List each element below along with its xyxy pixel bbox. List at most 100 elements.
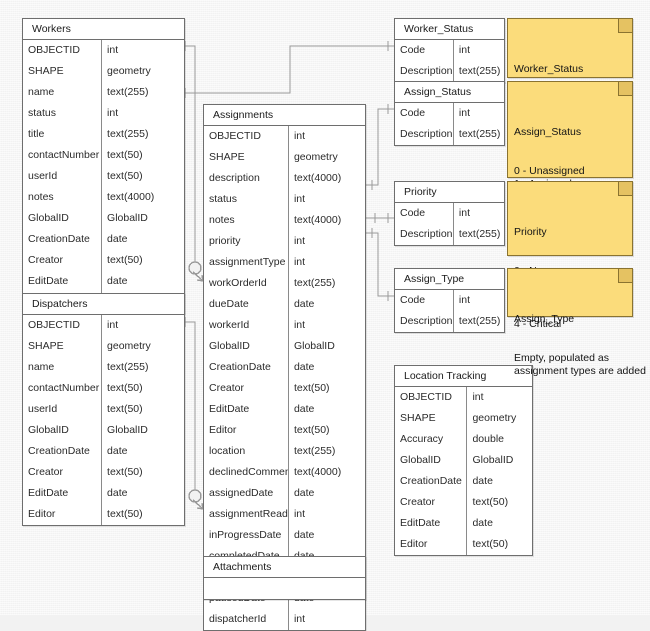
note-worker-status[interactable]: Worker_Status 0 - Not Working 1 - Workin…	[507, 18, 633, 141]
table-attachments[interactable]: Attachments	[203, 556, 366, 600]
field-type: text(4000)	[107, 191, 155, 203]
field-name: contactNumber	[23, 378, 103, 399]
table-title-workers: Workers	[23, 19, 184, 40]
table-row: GlobalID GlobalID	[204, 336, 365, 357]
field-type: text(50)	[107, 149, 143, 161]
field-name: Editor	[395, 534, 468, 555]
field-type: date	[293, 529, 315, 541]
field-type: GlobalID	[472, 454, 514, 466]
field-name: assignedDate	[204, 483, 289, 504]
field-name: OBJECTID	[204, 126, 289, 147]
field-type: date	[293, 403, 315, 415]
table-title-assignments: Assignments	[204, 105, 365, 126]
note-priority[interactable]: Priority 0 - None 1 - Low 2 - Medium 3 -…	[507, 181, 633, 330]
field-name: Code	[395, 290, 454, 311]
table-title-priority: Priority	[395, 182, 504, 203]
field-name: GlobalID	[204, 336, 289, 357]
field-type: date	[472, 475, 493, 487]
field-type: int	[458, 207, 471, 219]
table-row: contactNumber text(50)	[23, 378, 184, 399]
field-type: GlobalID	[107, 424, 148, 436]
field-type: date	[472, 517, 493, 529]
field-type: date	[107, 487, 128, 499]
field-name: OBJECTID	[23, 315, 103, 336]
field-name: declinedComment	[204, 462, 289, 483]
field-name: name	[23, 82, 103, 103]
field-name: GlobalID	[395, 450, 468, 471]
field-type: text(50)	[293, 424, 330, 436]
table-row: GlobalID GlobalID	[395, 450, 532, 471]
field-type: text(255)	[107, 361, 149, 373]
field-type: text(4000)	[293, 466, 342, 478]
field-name: CreationDate	[395, 471, 468, 492]
field-type: date	[107, 275, 128, 287]
field-name: EditDate	[23, 483, 103, 504]
note-assign-status[interactable]: Assign_Status 0 - Unassigned 1 - Assigne…	[507, 81, 633, 256]
field-name: workerId	[204, 315, 289, 336]
table-row: CreationDate date	[395, 471, 532, 492]
field-type: text(4000)	[293, 172, 342, 184]
field-type: text(50)	[107, 382, 143, 394]
field-name: SHAPE	[23, 61, 103, 82]
field-type: GlobalID	[293, 340, 335, 352]
field-name: Description	[395, 311, 454, 332]
table-title-location-tracking: Location Tracking	[395, 366, 532, 387]
note-title: Worker_Status	[514, 62, 584, 75]
field-name: Code	[395, 203, 454, 224]
field-list-attachments	[204, 578, 365, 599]
table-title-dispatchers: Dispatchers	[23, 294, 184, 315]
field-type: int	[293, 130, 306, 142]
field-name: Editor	[23, 504, 103, 525]
table-row: OBJECTID int	[204, 126, 365, 147]
field-name: EditDate	[395, 513, 468, 534]
field-name: notes	[204, 210, 289, 231]
field-name: assignmentRead	[204, 504, 289, 525]
field-name: OBJECTID	[23, 40, 103, 61]
note-title: Assign_Type	[514, 312, 575, 325]
table-title-assign-status: Assign_Status	[395, 82, 504, 103]
note-fold-icon	[618, 182, 632, 196]
table-row: Description text(255)	[395, 61, 504, 82]
field-type: text(50)	[107, 254, 143, 266]
note-assign-type[interactable]: Assign_Type Empty, populated as assignme…	[507, 268, 646, 377]
field-type: int	[293, 256, 306, 268]
field-type: text(4000)	[293, 214, 342, 226]
note-fold-icon	[618, 269, 632, 283]
field-name: Description	[395, 61, 454, 82]
field-name: CreationDate	[204, 357, 289, 378]
field-name: dispatcherId	[204, 609, 289, 630]
table-row: EditDate date	[23, 483, 184, 504]
field-type: text(255)	[458, 65, 501, 77]
